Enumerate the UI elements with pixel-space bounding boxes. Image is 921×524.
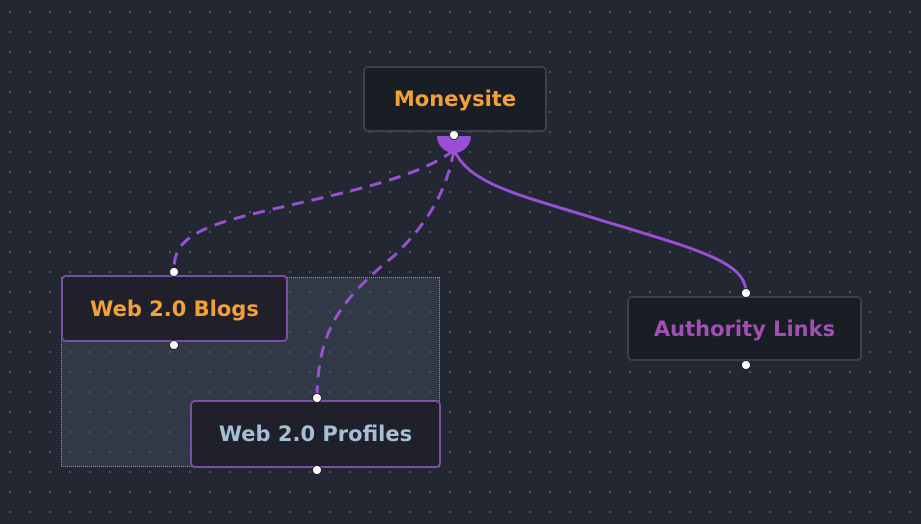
web20-blogs-source-handle[interactable] bbox=[169, 340, 179, 350]
node-web20-blogs-label: Web 2.0 Blogs bbox=[90, 296, 259, 321]
web20-blogs-target-handle[interactable] bbox=[169, 267, 179, 277]
authority-links-target-handle[interactable] bbox=[741, 288, 751, 298]
node-moneysite-label: Moneysite bbox=[393, 87, 517, 111]
node-authority-links[interactable]: Authority Links bbox=[627, 296, 862, 361]
authority-links-source-handle[interactable] bbox=[741, 360, 751, 370]
node-web20-blogs[interactable]: Web 2.0 Blogs bbox=[61, 275, 288, 342]
node-moneysite[interactable]: Moneysite bbox=[363, 66, 547, 132]
web20-profiles-target-handle[interactable] bbox=[312, 393, 322, 403]
node-web20-profiles-label: Web 2.0 Profiles bbox=[218, 422, 413, 446]
web20-profiles-source-handle[interactable] bbox=[312, 465, 322, 475]
node-authority-links-label: Authority Links bbox=[653, 316, 836, 341]
node-web20-profiles[interactable]: Web 2.0 Profiles bbox=[190, 400, 441, 468]
moneysite-source-handle[interactable] bbox=[449, 130, 459, 140]
